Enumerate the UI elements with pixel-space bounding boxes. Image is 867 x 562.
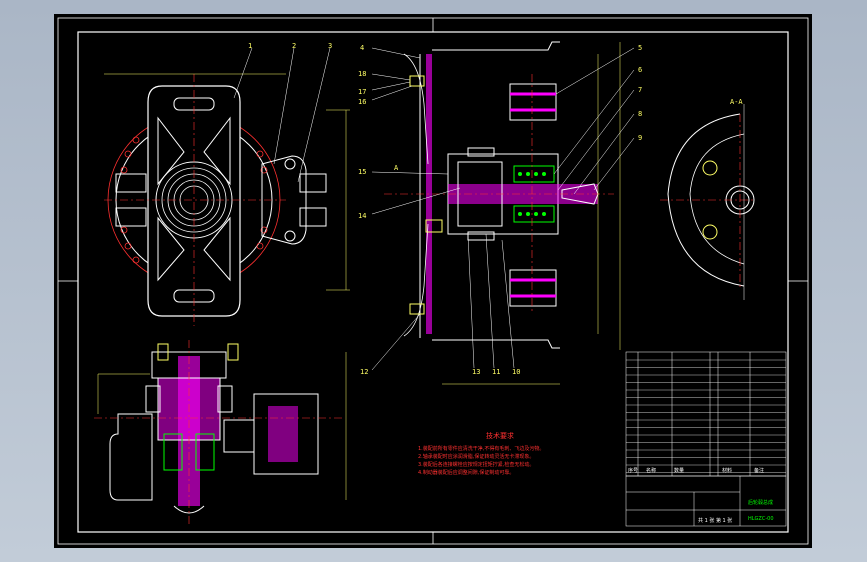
parts-list <box>625 351 787 477</box>
drawing-canvas[interactable]: 1 2 3 4 5 6 7 8 9 10 11 12 13 14 15 16 1… <box>54 14 812 548</box>
callout-8: 8 <box>638 110 642 118</box>
callout-3: 3 <box>328 42 332 50</box>
col-no: 序号 <box>628 467 638 474</box>
view-marker: A <box>394 164 399 172</box>
callout-10: 10 <box>512 368 520 376</box>
front-view <box>104 47 350 326</box>
section-view <box>371 41 635 385</box>
callout-6: 6 <box>638 66 642 74</box>
side-view-aa <box>660 104 756 300</box>
callout-7: 7 <box>638 86 642 94</box>
section-label: A-A <box>730 98 743 106</box>
callout-2: 2 <box>292 42 296 50</box>
drawing-name: 后轮毂总成 <box>748 499 773 506</box>
tech-req-line-3: 3.装配后各连接螺栓应按规定扭矩拧紧,检查无松动。 <box>418 461 534 468</box>
callout-14: 14 <box>358 212 366 220</box>
col-qty: 数量 <box>674 467 684 474</box>
callout-15: 15 <box>358 168 366 176</box>
callout-18: 18 <box>358 70 366 78</box>
tech-req-line-1: 1.装配前所有零件应清洗干净,不得有毛刺、飞边及污物。 <box>418 445 544 452</box>
drawing-svg <box>57 17 809 545</box>
callout-4: 4 <box>360 44 364 52</box>
callout-16: 16 <box>358 98 366 106</box>
callout-1: 1 <box>248 42 252 50</box>
callout-12: 12 <box>360 368 368 376</box>
bottom-section <box>94 340 347 524</box>
callout-5: 5 <box>638 44 642 52</box>
callout-11: 11 <box>492 368 500 376</box>
parts-list-rows <box>626 359 786 473</box>
callout-labels: 1 2 3 4 5 6 7 8 9 10 11 12 13 14 15 16 1… <box>248 42 743 376</box>
col-material: 材料 <box>722 467 732 474</box>
parts-list-header: 序号 名称 数量 材料 备注 <box>628 467 764 474</box>
text-layer: 1 2 3 4 5 6 7 8 9 10 11 12 13 14 15 16 1… <box>248 42 774 524</box>
title-block-text: 后轮毂总成 HLGZC-00 共 1 张 第 1 张 <box>698 499 774 524</box>
col-name: 名称 <box>646 467 656 474</box>
callout-13: 13 <box>472 368 480 376</box>
tech-req-line-4: 4.制动器装配后应调整间隙,保证制动可靠。 <box>418 469 514 476</box>
callout-17: 17 <box>358 88 366 96</box>
tech-req-line-2: 2.轴承装配时应涂润滑脂,保证转动灵活无卡滞现象。 <box>418 453 534 460</box>
title-block <box>625 475 787 527</box>
callout-9: 9 <box>638 134 642 142</box>
col-note: 备注 <box>754 467 764 474</box>
technical-requirements: 技术要求 1.装配前所有零件应清洗干净,不得有毛刺、飞边及污物。 2.轴承装配时… <box>418 431 544 476</box>
drawing-number: HLGZC-00 <box>748 516 774 522</box>
sheet-info: 共 1 张 第 1 张 <box>698 517 732 524</box>
tech-req-title: 技术要求 <box>486 431 514 440</box>
